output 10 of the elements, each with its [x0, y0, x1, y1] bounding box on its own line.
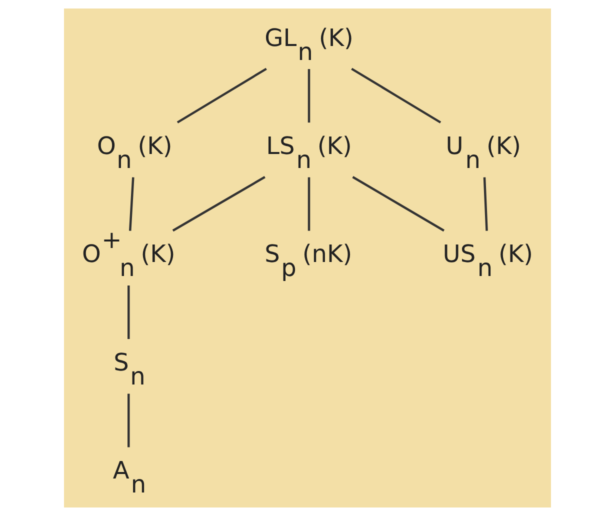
connector [350, 68, 441, 124]
connector [127, 286, 130, 340]
connector [482, 177, 488, 231]
connector [128, 177, 134, 231]
connector [176, 68, 266, 124]
connector [352, 176, 444, 232]
connector [127, 394, 130, 448]
connector [307, 177, 310, 231]
connector [172, 176, 265, 232]
connector [307, 69, 310, 123]
